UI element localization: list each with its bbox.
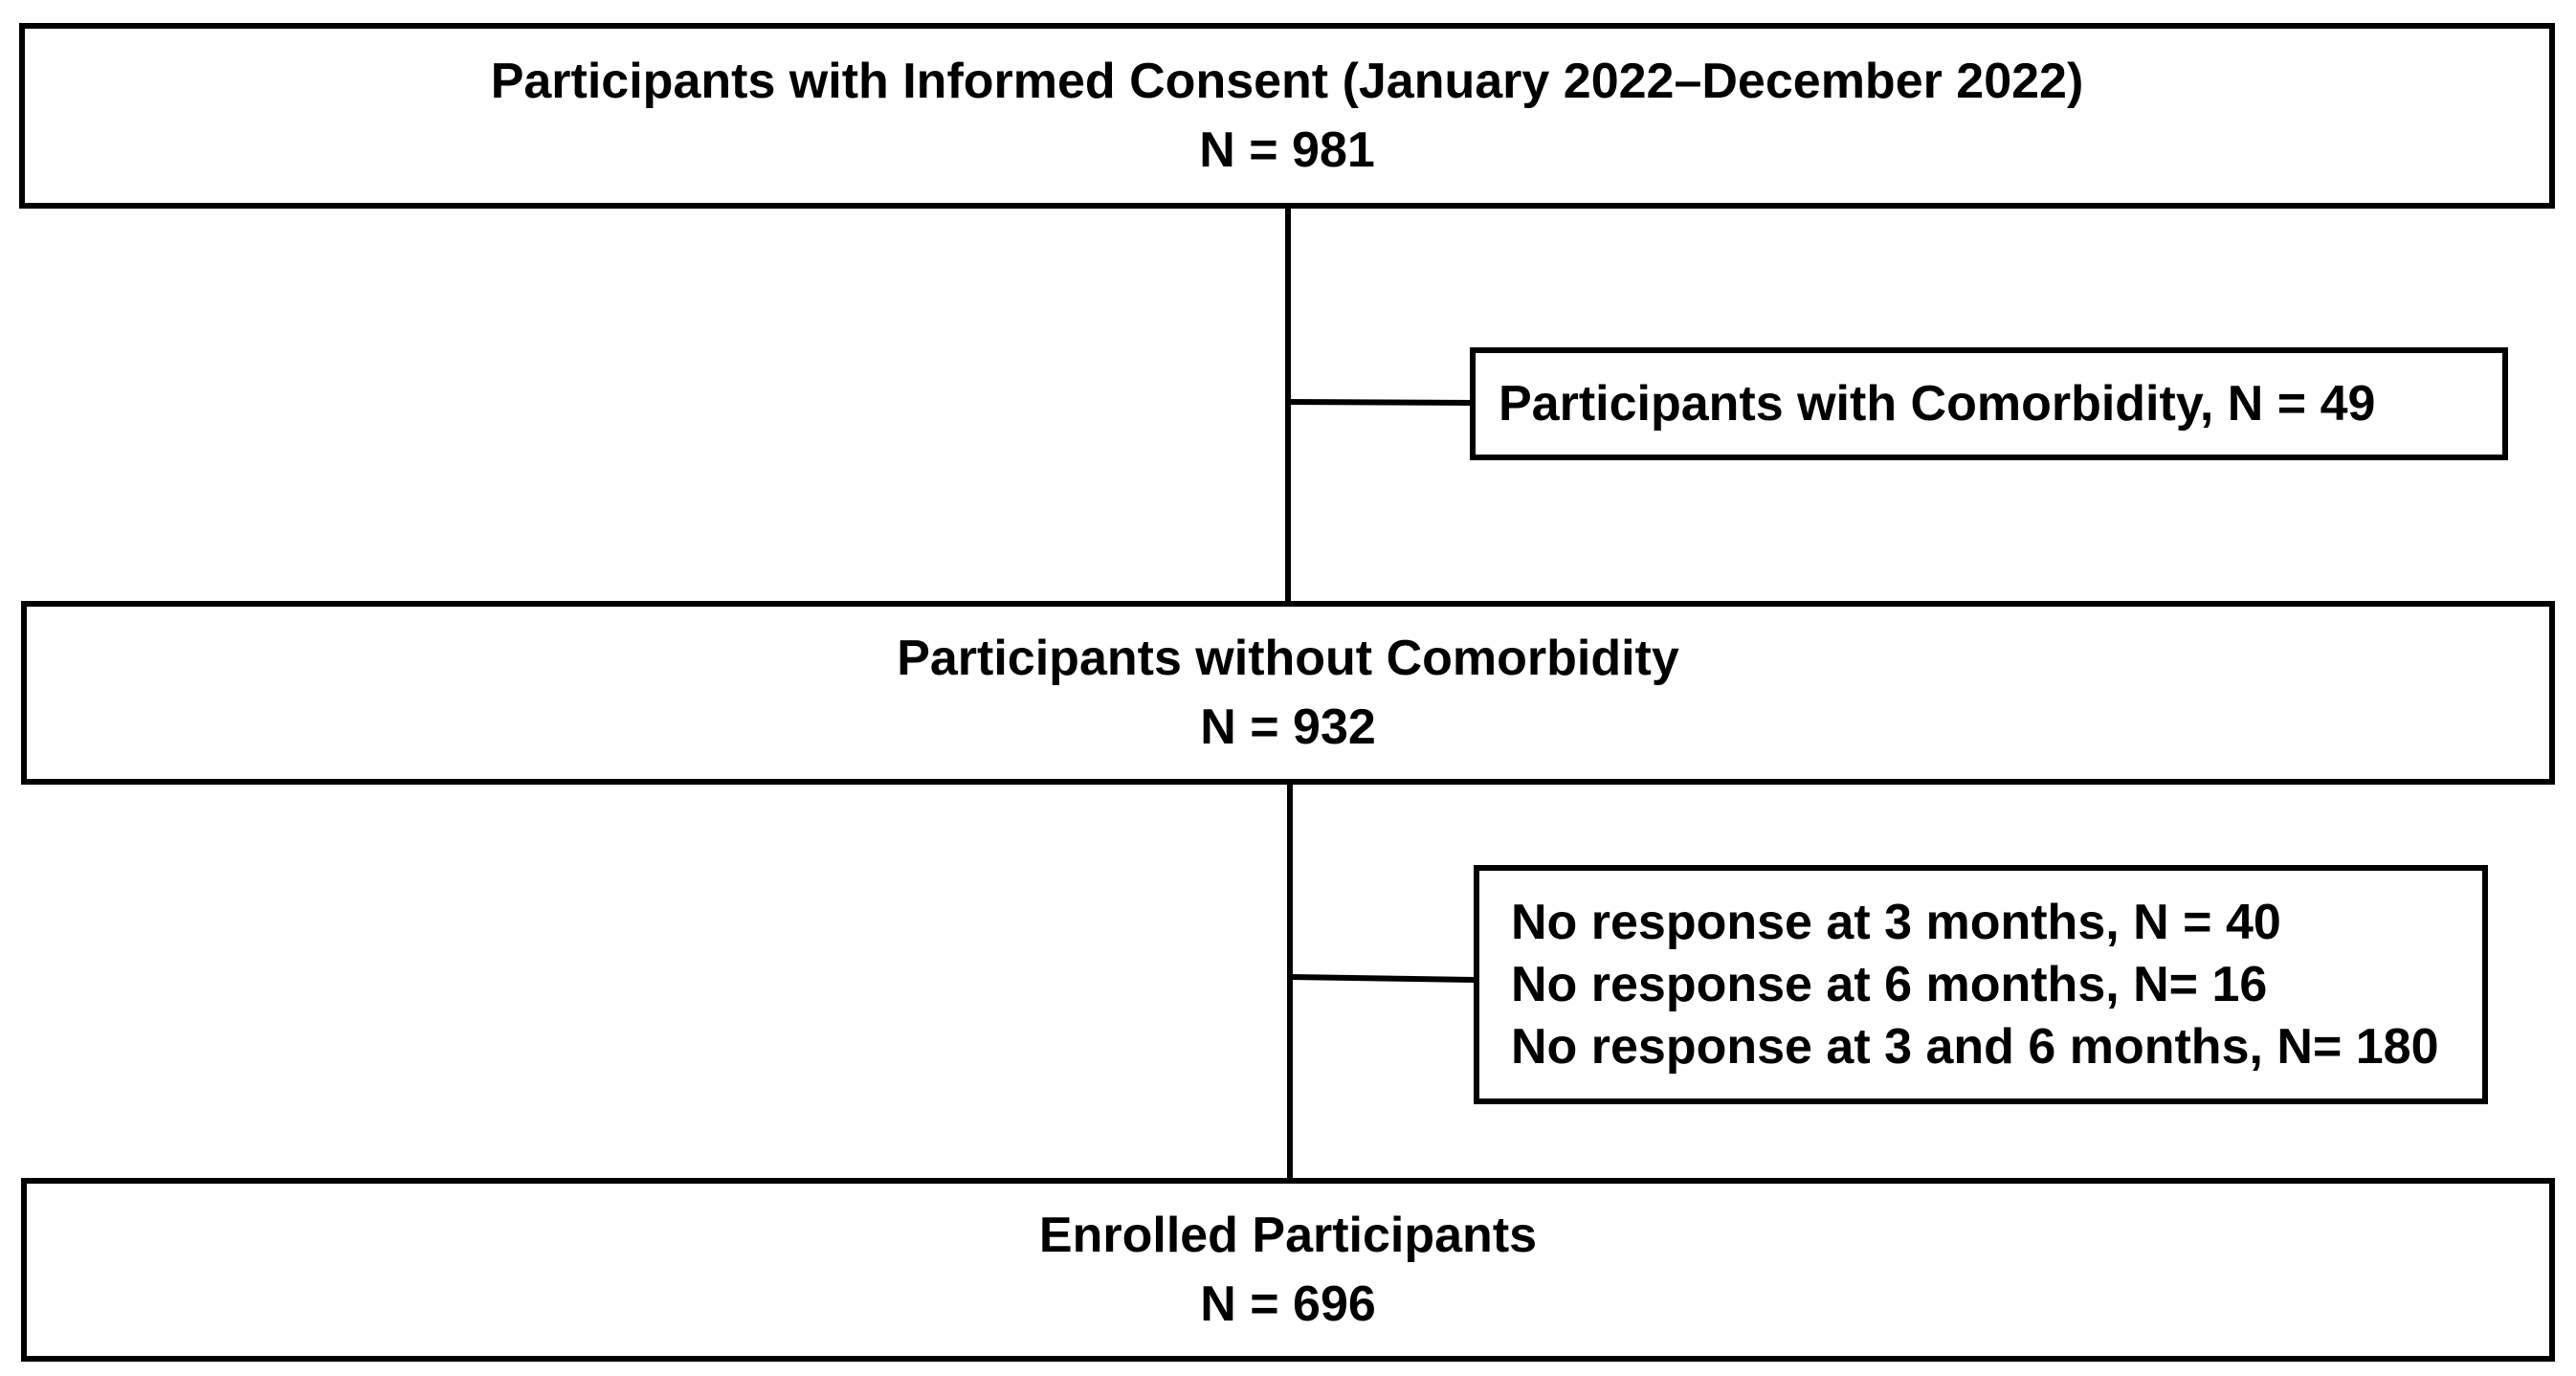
comorbidity-exclusion-box: Participants with Comorbidity, N = 49 xyxy=(1470,347,2508,460)
without-comorbidity-box: Participants without Comorbidity N = 932 xyxy=(21,601,2555,785)
consent-count: N = 981 xyxy=(1199,122,1375,178)
consent-box: Participants with Informed Consent (Janu… xyxy=(19,23,2555,209)
enrolled-count: N = 696 xyxy=(1200,1276,1376,1332)
no-response-line: No response at 6 months, N= 16 xyxy=(1511,956,2268,1012)
no-response-line: No response at 3 months, N = 40 xyxy=(1511,894,2281,950)
without-comorbidity-count: N = 932 xyxy=(1200,699,1376,755)
no-response-exclusion-box: No response at 3 months, N = 40 No respo… xyxy=(1474,865,2488,1104)
connector-branch-comorbidity xyxy=(1287,399,1473,406)
enrolled-box: Enrolled Participants N = 696 xyxy=(21,1178,2555,1362)
connector-branch-no-response xyxy=(1289,974,1477,983)
without-comorbidity-title: Participants without Comorbidity xyxy=(897,631,1679,686)
no-response-line: No response at 3 and 6 months, N= 180 xyxy=(1511,1018,2439,1075)
consent-title: Participants with Informed Consent (Janu… xyxy=(490,54,2084,109)
enrolled-title: Enrolled Participants xyxy=(1038,1208,1538,1263)
comorbidity-text: Participants with Comorbidity, N = 49 xyxy=(1499,376,2376,432)
